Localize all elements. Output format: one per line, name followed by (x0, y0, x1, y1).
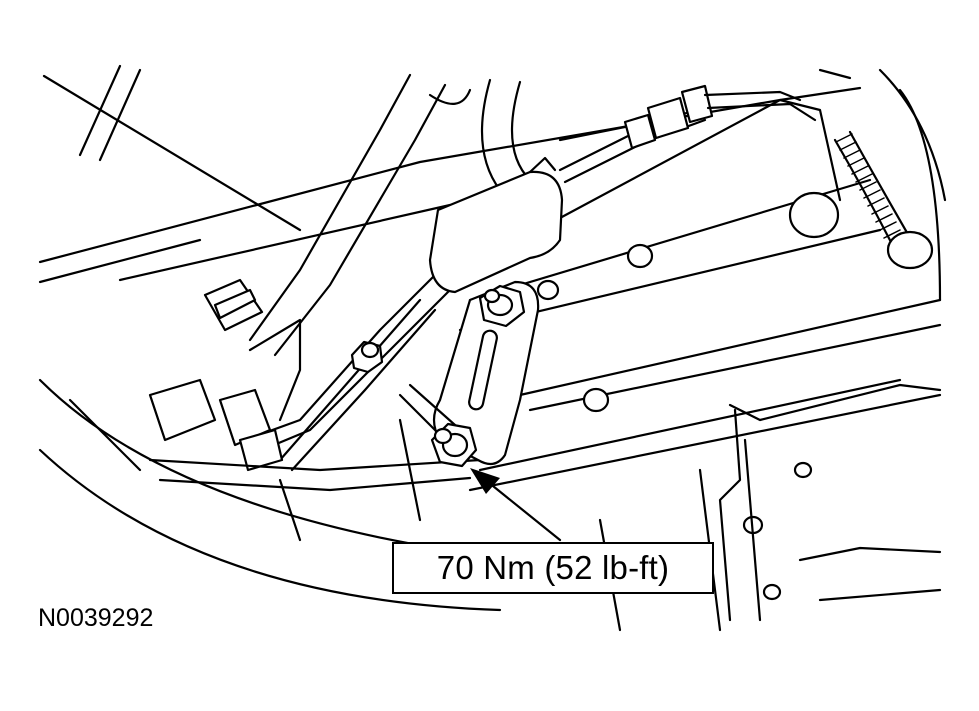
hose-boot (428, 156, 564, 294)
torque-spec-label: 70 Nm (52 lb-ft) (436, 549, 670, 586)
stud-left (350, 340, 384, 374)
torque-callout-box: 70 Nm (52 lb-ft) (392, 542, 714, 594)
housing-plugs (536, 191, 840, 601)
bracket-nut-lower (430, 422, 478, 468)
callout-arrow (470, 468, 562, 542)
fluid-line (558, 84, 817, 184)
wire-loom (833, 130, 934, 270)
hose-clips (148, 278, 302, 472)
figure-id-label: N0039292 (38, 604, 154, 632)
transmission-housing (438, 68, 947, 492)
bracket-nut-upper (478, 284, 526, 328)
